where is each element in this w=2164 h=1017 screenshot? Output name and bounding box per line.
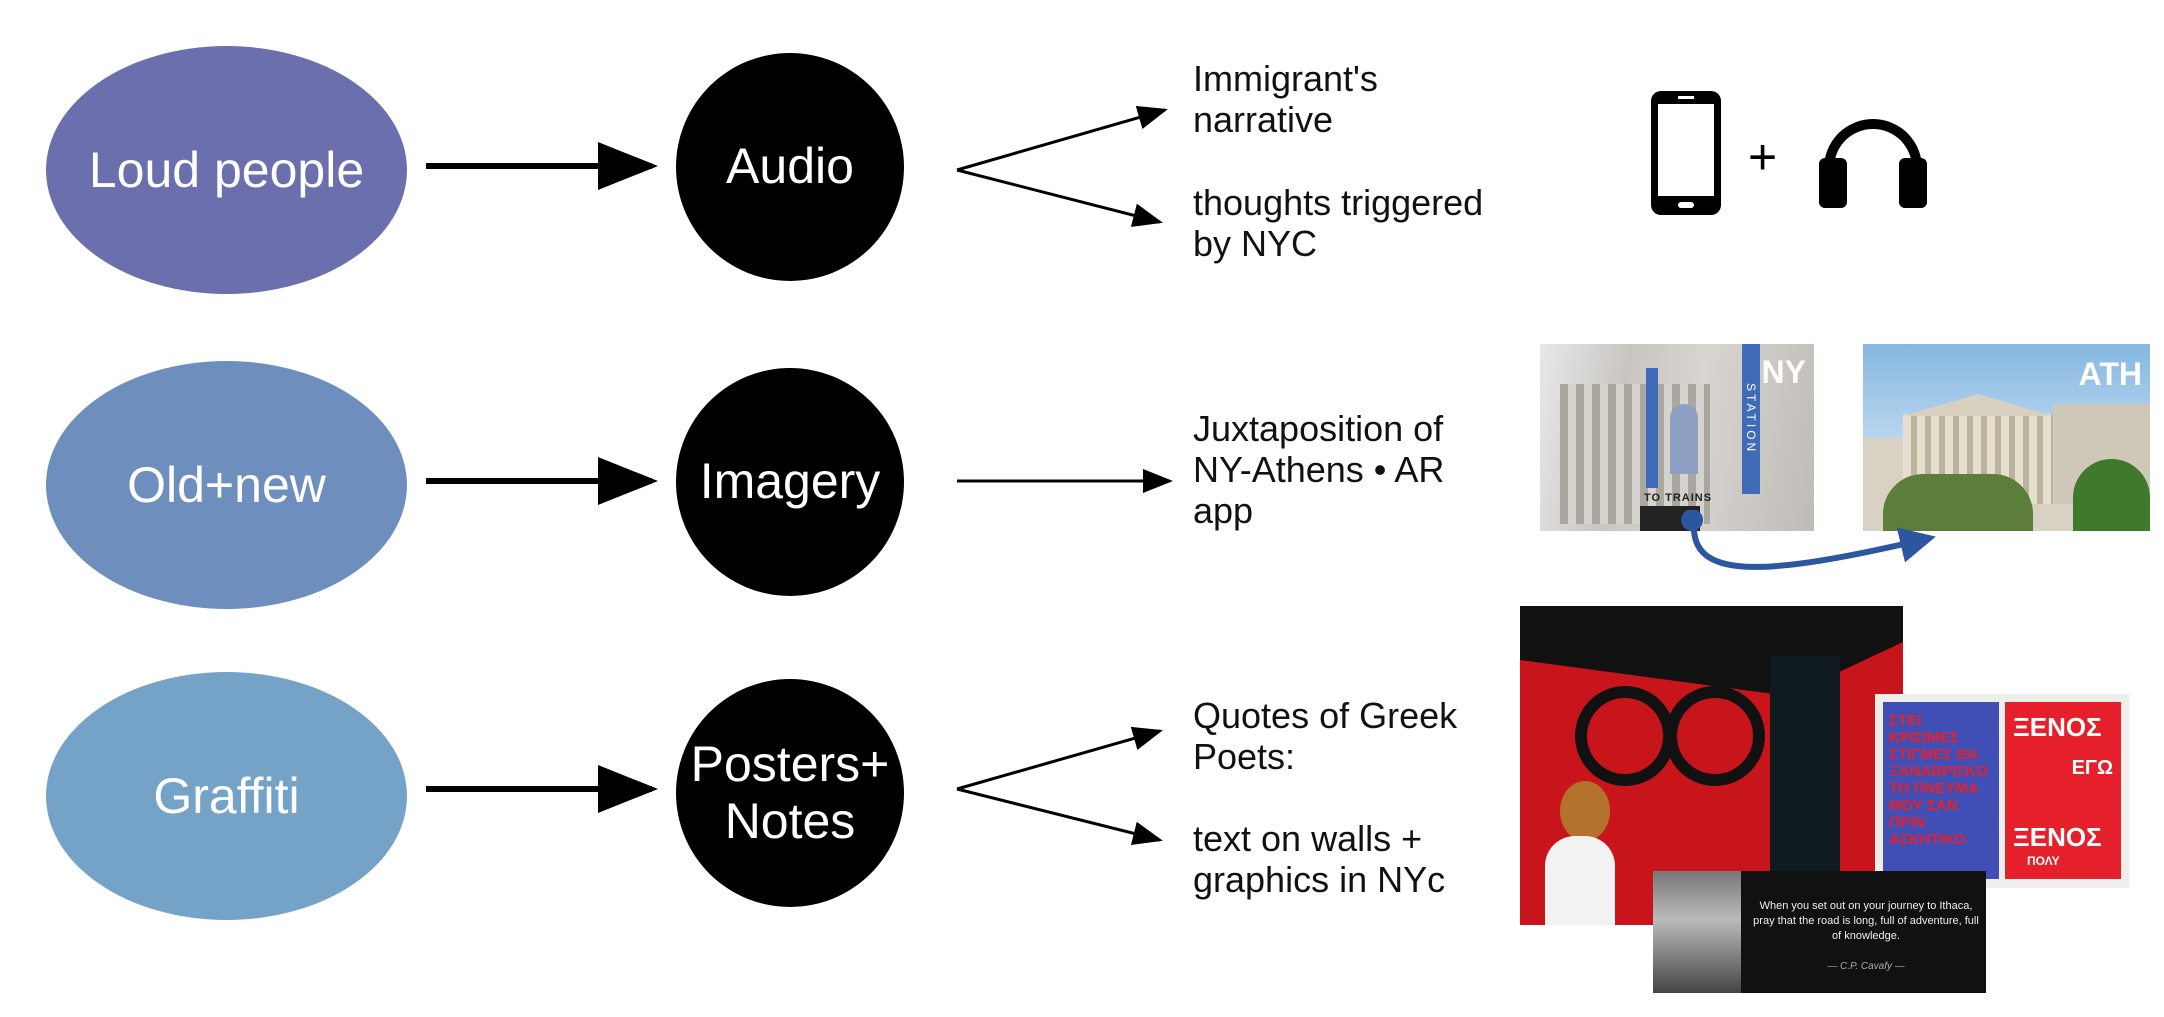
- medium-circle-imagery: Imagery: [676, 368, 904, 596]
- cavafy-portrait: [1653, 871, 1741, 993]
- ny-label: NY: [1761, 354, 1806, 390]
- branch-arrow-posters-top: [956, 726, 1163, 791]
- quote-text: When you set out on your journey to Itha…: [1753, 900, 1979, 942]
- branch-arrow-audio-top: [956, 105, 1168, 172]
- quote-author: — C.P. Cavafy —: [1827, 961, 1905, 972]
- athens-academy-photo: ATH: [1863, 344, 2150, 531]
- output-juxtaposition: Juxtaposition of NY-Athens • AR app: [1193, 408, 1445, 531]
- headphones-icon: [1819, 119, 1927, 208]
- ar-link-arrow: [1681, 510, 1936, 570]
- output-text-on-walls: text on walls + graphics in NYc: [1193, 818, 1446, 900]
- greek-posters: ΣΤΕΙ ΚΡΙΣΙΜΕΣ ΣΤΙΓΜΕΣ ΘΑ ΞΑΝΑΒΡΙΣΚΩ ΤΟ Π…: [1875, 694, 2129, 888]
- station-banner: STATION: [1742, 344, 1760, 494]
- ath-label: ATH: [2078, 356, 2142, 392]
- cavafy-quote-card: When you set out on your journey to Itha…: [1653, 871, 1986, 993]
- blue-poster: ΣΤΕΙ ΚΡΙΣΙΜΕΣ ΣΤΙΓΜΕΣ ΘΑ ΞΑΝΑΒΡΙΣΚΩ ΤΟ Π…: [1883, 702, 1999, 879]
- medium-circle-posters-notes: Posters+ Notes: [676, 679, 904, 907]
- medium-label: Posters+ Notes: [690, 735, 890, 850]
- red-poster-top: ΞΕΝΟΣ: [2013, 712, 2102, 742]
- source-label: Loud people: [88, 142, 365, 198]
- output-immigrants-narrative: Immigrant's narrative: [1193, 58, 1378, 140]
- entrance-sign: TO TRAINS: [1644, 492, 1713, 504]
- red-poster: ΞΕΝΟΣ ΕΓΩ ΞΕΝΟΣ ΠΟΛΥ: [2005, 702, 2121, 879]
- branch-arrow-audio-bottom: [956, 168, 1163, 227]
- medium-circle-audio: Audio: [676, 53, 904, 281]
- red-poster-mid: ΕΓΩ: [2071, 757, 2113, 779]
- smartphone-icon: [1651, 91, 1721, 215]
- output-quotes-greek-poets: Quotes of Greek Poets:: [1193, 695, 1458, 777]
- source-ellipse-loud-people: Loud people: [46, 46, 407, 294]
- medium-label: Audio: [726, 138, 854, 195]
- ny-station-photo: STATION TO TRAINS NY: [1540, 344, 1814, 531]
- red-poster-small: ΠΟΛΥ: [2027, 854, 2060, 868]
- plus-sign: +: [1748, 129, 1778, 185]
- red-poster-bottom: ΞΕΝΟΣ: [2013, 822, 2102, 852]
- branch-arrow-posters-bottom: [956, 787, 1163, 846]
- source-label: Graffiti: [153, 768, 300, 824]
- output-thoughts-nyc: thoughts triggered by NYC: [1193, 182, 1484, 264]
- source-ellipse-old-new: Old+new: [46, 361, 407, 609]
- source-ellipse-graffiti: Graffiti: [46, 672, 407, 920]
- source-label: Old+new: [127, 457, 326, 513]
- station-banner-text: STATION: [1744, 383, 1758, 455]
- medium-label: Imagery: [699, 453, 881, 510]
